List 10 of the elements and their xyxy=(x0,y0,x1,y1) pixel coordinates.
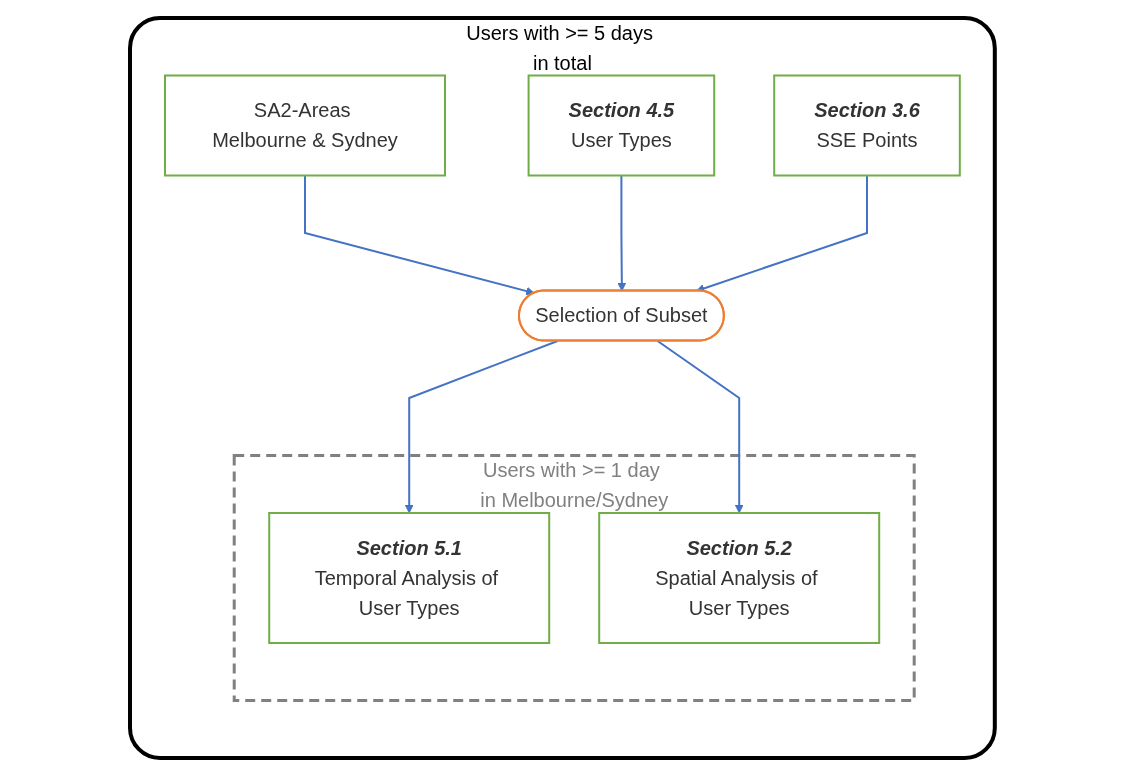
node-box: Section 3.6 SSE Points xyxy=(773,74,961,177)
node-box: SA2-Areas Melbourne & Sydney xyxy=(164,74,447,177)
node-box: Section 5.2 Spatial Analysis of User Types xyxy=(598,512,881,644)
arrow xyxy=(304,174,535,296)
node-box: Section 4.5 User Types xyxy=(527,74,716,177)
node-box: Section 5.1 Temporal Analysis of User Types xyxy=(268,512,551,644)
arrow xyxy=(696,174,869,293)
arrow xyxy=(656,340,744,514)
arrow xyxy=(617,174,627,292)
arrow xyxy=(404,340,559,514)
